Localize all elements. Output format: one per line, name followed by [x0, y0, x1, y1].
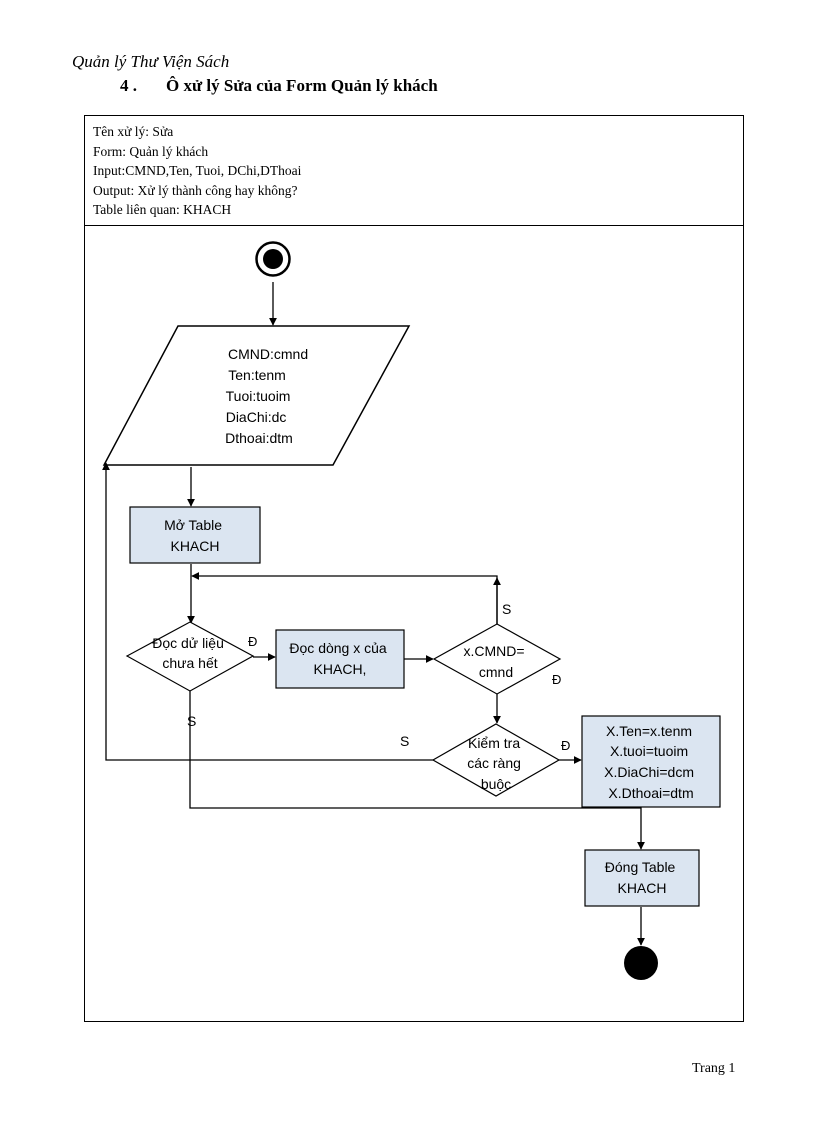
label-compare-no: S [502, 601, 511, 617]
process-info: Tên xử lý: Sửa Form: Quản lý khách Input… [84, 115, 744, 226]
arrow-validate-no-back [102, 462, 433, 761]
label-check-yes: Đ [248, 634, 257, 649]
start-node [255, 241, 291, 277]
validate-line-2: các ràng [467, 755, 521, 771]
input-parallelogram [102, 325, 411, 466]
update-line-diachi: X.DiaChi=dcm [604, 764, 694, 780]
document-header: Quản lý Thư Viện Sách [72, 52, 230, 71]
update-box [581, 715, 721, 808]
info-output: Output: Xử lý thành công hay không? [93, 182, 298, 198]
info-table: Table liên quan: KHACH [93, 202, 232, 217]
section-title: 4 . Ô xử lý Sửa của Form Quản lý khách [120, 76, 438, 96]
validate-line-1: Kiểm tra [468, 735, 520, 751]
compare-diamond [432, 623, 562, 695]
label-validate-yes: Đ [561, 738, 570, 753]
compare-line-1: x.CMND= [464, 643, 525, 659]
update-text: X.Ten=x.tenm X.tuoi=tuoim X.DiaChi=dcm X… [604, 723, 698, 801]
close-table-line-2: KHACH [617, 880, 666, 896]
input-line-tuoi: Tuoi:tuoim [226, 388, 291, 404]
input-line-ten: Ten:tenm [228, 367, 286, 383]
update-line-ten: X.Ten=x.tenm [606, 723, 692, 739]
validate-diamond [431, 723, 561, 797]
open-table-text: Mở Table KHACH [164, 517, 226, 554]
input-line-cmnd: CMND:cmnd [228, 346, 308, 362]
update-line-tuoi: X.tuoi=tuoim [610, 743, 688, 759]
update-line-dthoai: X.Dthoai=dtm [608, 785, 693, 801]
label-validate-no: S [400, 733, 409, 749]
input-line-diachi: DiaChi:dc [226, 409, 287, 425]
close-table-box [584, 849, 700, 907]
open-table-line-2: KHACH [170, 538, 219, 554]
section-title-text: Ô xử lý Sửa của Form Quản lý khách [166, 76, 438, 95]
info-process-name: Tên xử lý: Sửa [93, 124, 174, 139]
read-row-text: Đọc dòng x của KHACH, [289, 640, 390, 677]
open-table-line-1: Mở Table [164, 517, 222, 533]
read-row-line-1: Đọc dòng x của [289, 640, 386, 656]
info-input: Input:CMND,Ten, Tuoi, DChi,DThoai [93, 163, 302, 178]
info-form: Form: Quản lý khách [93, 143, 209, 159]
page-number: Trang 1 [692, 1061, 736, 1076]
label-compare-yes: Đ [552, 672, 561, 687]
check-data-line-2: chưa hết [162, 655, 217, 671]
input-text: CMND:cmnd Ten:tenm Tuoi:tuoim DiaChi:dc … [225, 346, 312, 446]
read-row-line-2: KHACH, [314, 661, 367, 677]
check-data-text: Đọc dử liệu chưa hết [152, 635, 228, 671]
check-data-line-1: Đọc dử liệu [152, 635, 224, 651]
read-row-box [275, 629, 405, 689]
validate-line-3: buộc [481, 776, 511, 792]
validate-text: Kiểm tra các ràng buộc [467, 735, 525, 792]
input-line-dthoai: Dthoai:dtm [225, 430, 293, 446]
close-table-text: Đóng Table KHACH [605, 859, 679, 896]
label-check-no: S [187, 713, 196, 729]
spec-frame [84, 115, 744, 1022]
compare-text: x.CMND= cmnd [464, 643, 529, 680]
end-node [624, 946, 658, 980]
arrow-check-no-to-close [189, 691, 645, 850]
section-number: 4 . [120, 76, 137, 95]
open-table-box [129, 506, 261, 564]
close-table-line-1: Đóng Table [605, 859, 676, 875]
compare-line-2: cmnd [479, 664, 513, 680]
arrow-compare-no-loop [191, 572, 498, 624]
